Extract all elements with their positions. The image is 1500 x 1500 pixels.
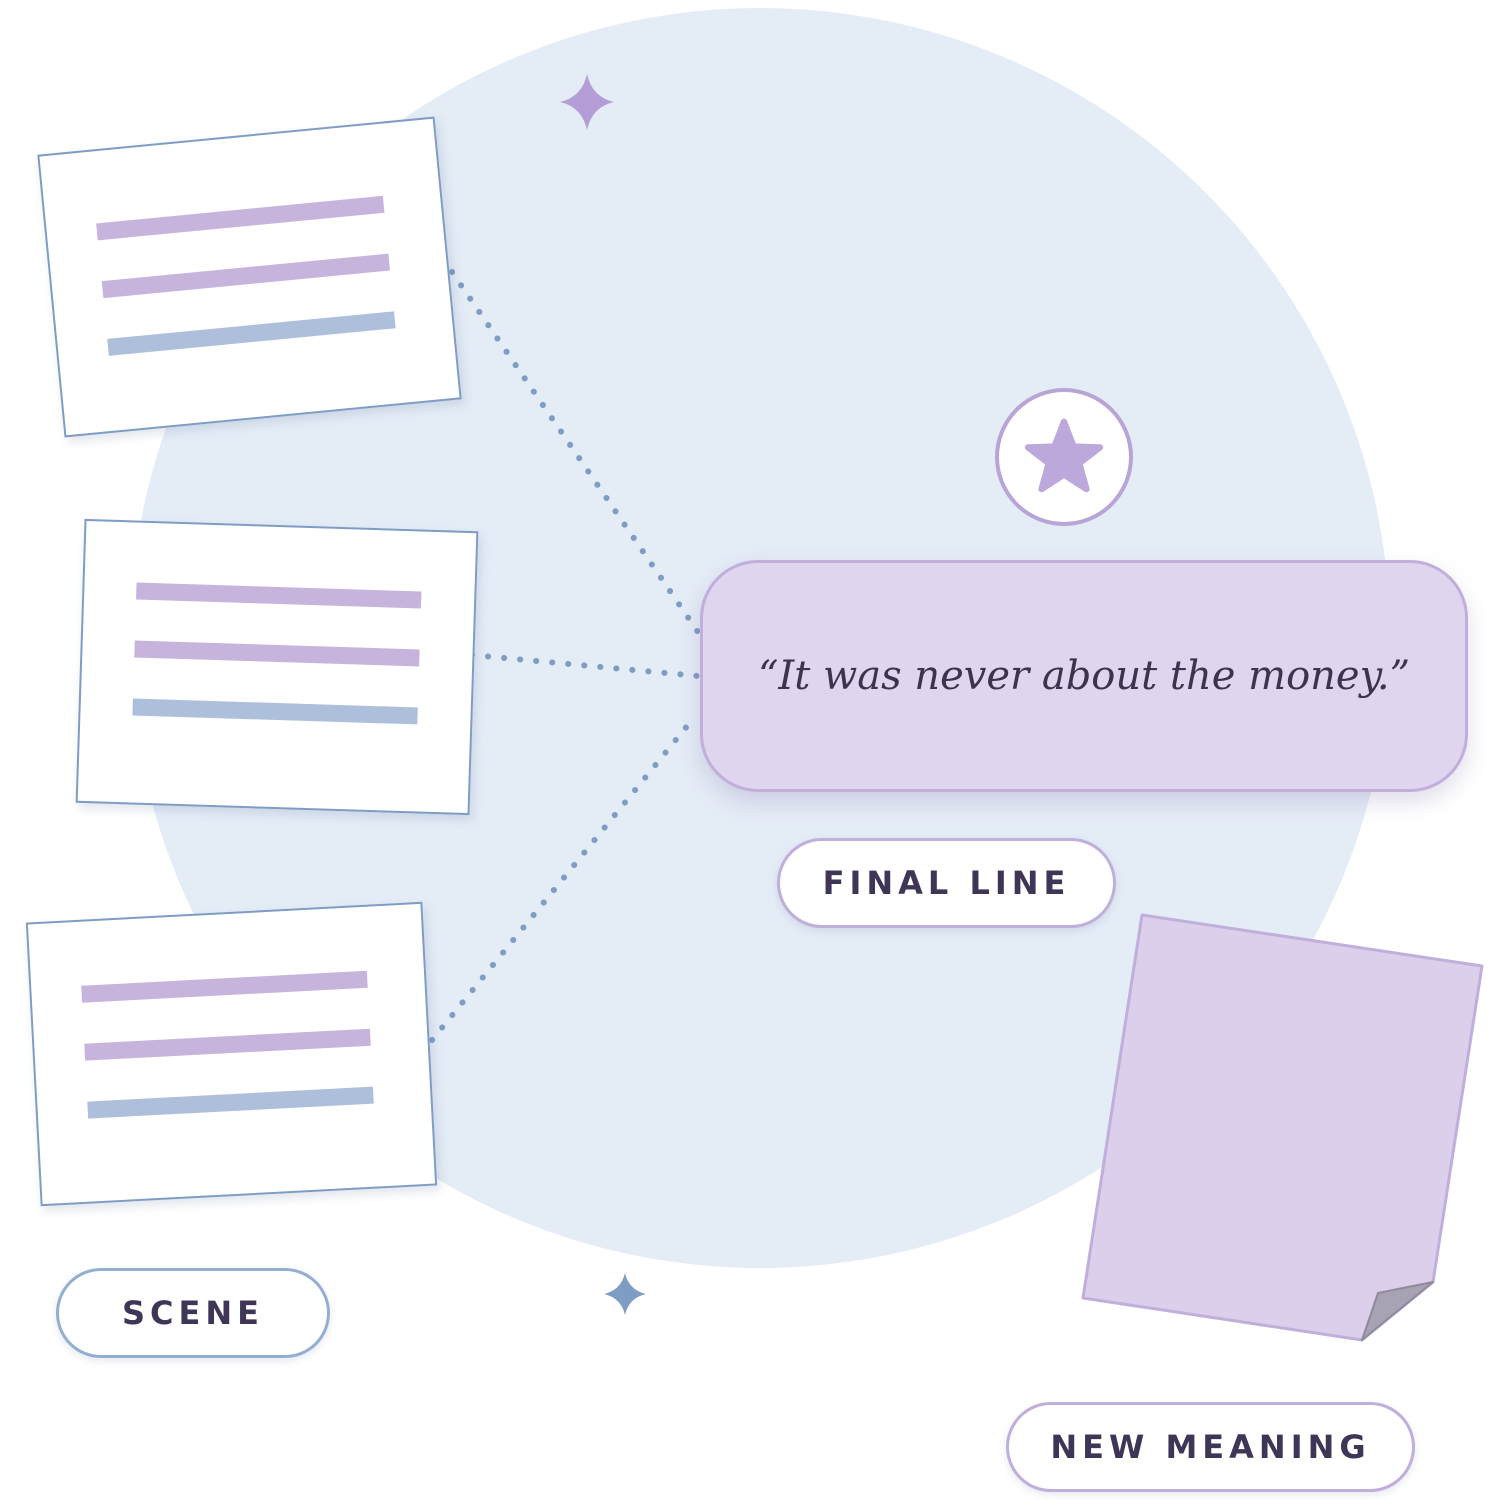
quote-bubble: “It was never about the money.” bbox=[700, 560, 1468, 792]
final-line-label: FINAL LINE bbox=[777, 838, 1116, 928]
connector-line-middle bbox=[469, 652, 701, 679]
note-fold bbox=[1361, 1281, 1434, 1341]
sparkle-icon bbox=[560, 74, 614, 130]
quote-text: “It was never about the money.” bbox=[757, 653, 1411, 699]
sparkle-icon bbox=[604, 1273, 646, 1315]
scene-label: SCENE bbox=[56, 1268, 330, 1358]
star-icon bbox=[1024, 418, 1104, 493]
new-meaning-label: NEW MEANING bbox=[1006, 1402, 1415, 1492]
star-badge bbox=[995, 388, 1133, 526]
